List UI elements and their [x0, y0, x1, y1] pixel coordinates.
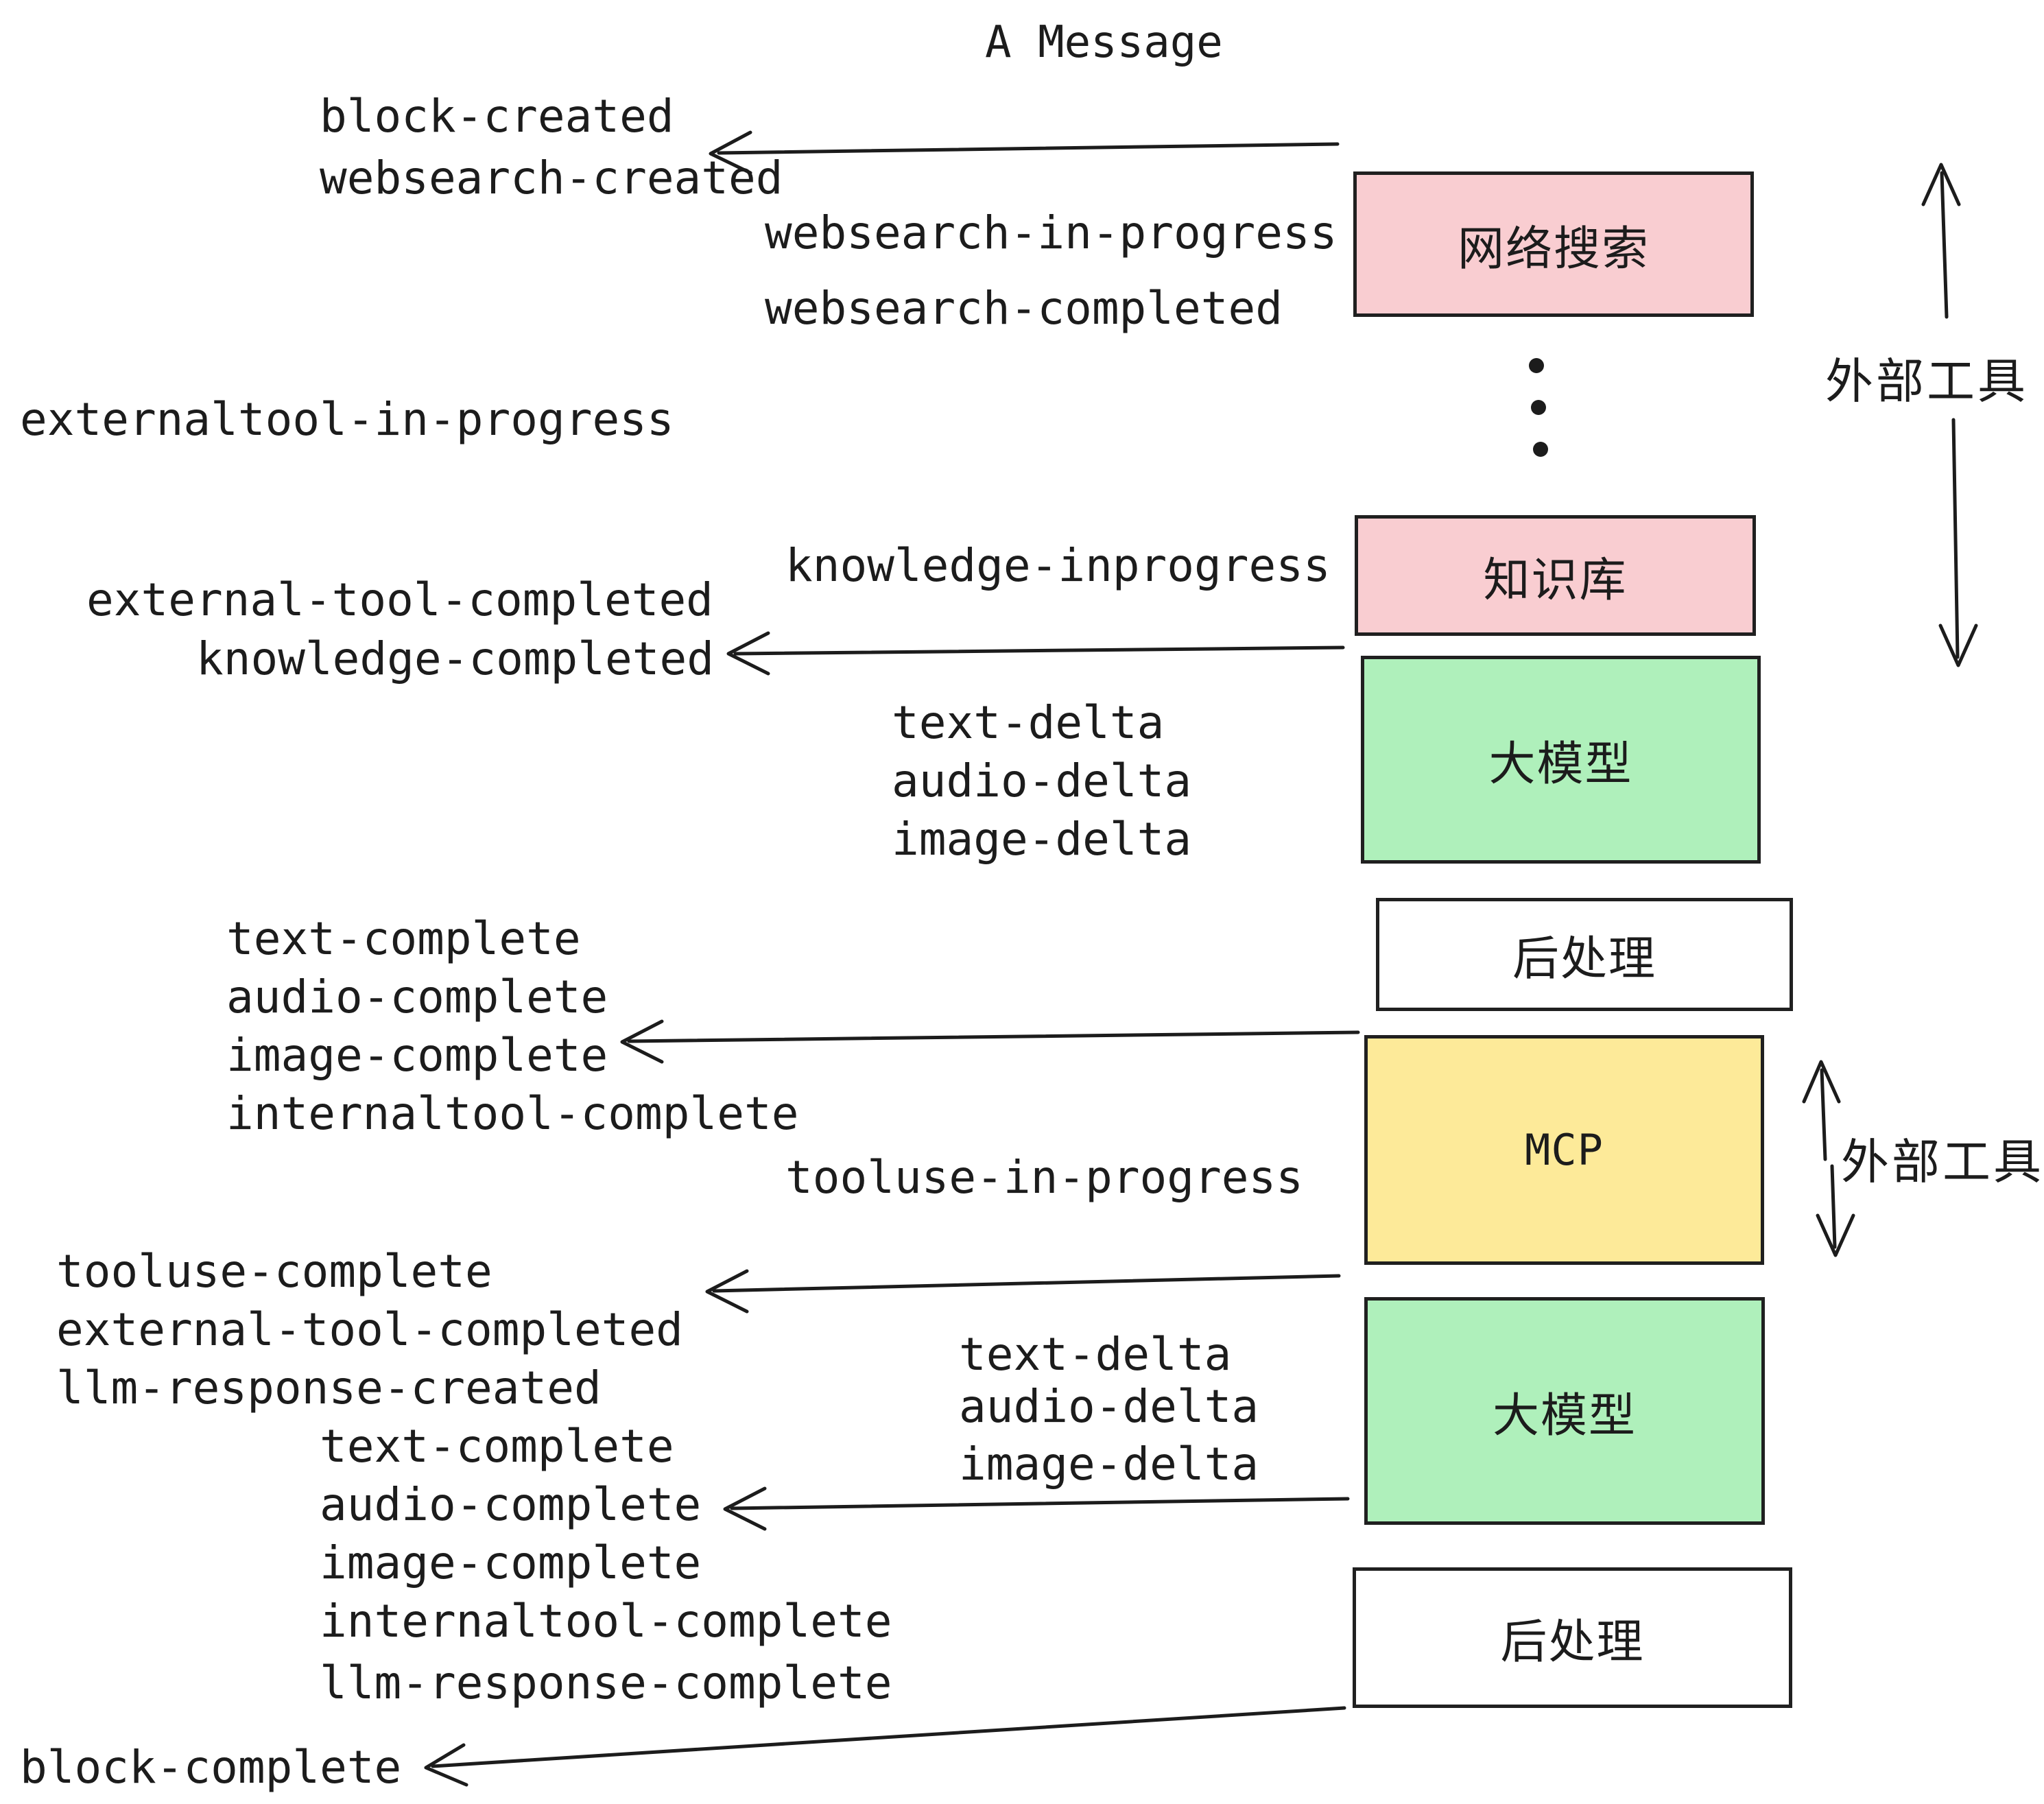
arrow-to-block-created	[709, 130, 1340, 175]
event-label: websearch-in-progress	[765, 206, 1338, 259]
box-llm-2: 大模型	[1364, 1297, 1765, 1525]
event-label: text-complete	[320, 1420, 674, 1473]
event-label: knowledge-completed	[196, 632, 714, 685]
event-label: llm-response-complete	[320, 1657, 892, 1709]
box-knowledge: 知识库	[1355, 515, 1756, 636]
event-label: audio-delta	[892, 755, 1192, 807]
event-label: websearch-completed	[765, 282, 1283, 335]
event-label: knowledge-inprogress	[785, 539, 1331, 592]
arrow-to-audio-complete	[723, 1486, 1350, 1531]
external-tools-label-2: 外部工具	[1841, 1134, 2044, 1190]
event-label: image-complete	[320, 1536, 702, 1589]
box-llm-1-label: 大模型	[1488, 737, 1633, 792]
event-label: audio-complete	[226, 971, 608, 1023]
ellipsis-dots	[1529, 358, 1548, 457]
event-label: block-created	[320, 90, 674, 143]
event-label: block-complete	[20, 1741, 402, 1794]
event-label: websearch-created	[320, 152, 783, 204]
event-label: image-complete	[226, 1029, 608, 1082]
arrow-to-block-complete	[424, 1706, 1346, 1787]
box-knowledge-label: 知识库	[1483, 553, 1628, 608]
arrow-to-image-complete	[620, 1019, 1360, 1064]
box-postprocess-2: 后处理	[1353, 1567, 1792, 1708]
arrow-to-tooluse-complete	[705, 1269, 1341, 1314]
event-label: text-complete	[226, 912, 581, 965]
event-label: audio-delta	[959, 1380, 1259, 1433]
event-label: internaltool-complete	[226, 1087, 799, 1140]
external-tools-up-arrow-2	[1802, 1060, 1841, 1161]
box-llm-1: 大模型	[1361, 656, 1761, 864]
event-label: tooluse-complete	[56, 1245, 492, 1298]
box-websearch: 网络搜索	[1353, 171, 1754, 317]
event-label: text-delta	[892, 696, 1165, 749]
box-llm-2-label: 大模型	[1492, 1388, 1637, 1443]
box-websearch-label: 网络搜索	[1457, 222, 1650, 276]
box-postprocess-1: 后处理	[1376, 898, 1793, 1011]
event-label: llm-response-created	[56, 1362, 602, 1414]
event-label: internaltool-complete	[320, 1595, 892, 1648]
box-postprocess-1-label: 后处理	[1512, 932, 1656, 986]
event-label: image-delta	[959, 1438, 1259, 1491]
external-tools-down-arrow-2	[1816, 1164, 1855, 1257]
event-label: externaltool-in-progress	[20, 393, 674, 446]
event-label: text-delta	[959, 1328, 1232, 1381]
event-label: external-tool-completed	[86, 573, 713, 626]
external-tools-down-arrow-1	[1938, 418, 1978, 667]
external-tools-up-arrow-1	[1921, 163, 1961, 319]
box-postprocess-2-label: 后处理	[1500, 1615, 1645, 1670]
arrow-to-knowledge-completed	[726, 631, 1345, 676]
box-mcp: MCP	[1364, 1035, 1764, 1265]
event-label: image-delta	[892, 813, 1192, 866]
external-tools-label-1: 外部工具	[1825, 353, 2028, 410]
event-label: audio-complete	[320, 1478, 702, 1531]
event-label: tooluse-in-progress	[785, 1151, 1303, 1204]
diagram-title: A Message	[985, 17, 1223, 68]
box-mcp-label: MCP	[1525, 1125, 1604, 1175]
event-label: external-tool-completed	[56, 1303, 683, 1356]
